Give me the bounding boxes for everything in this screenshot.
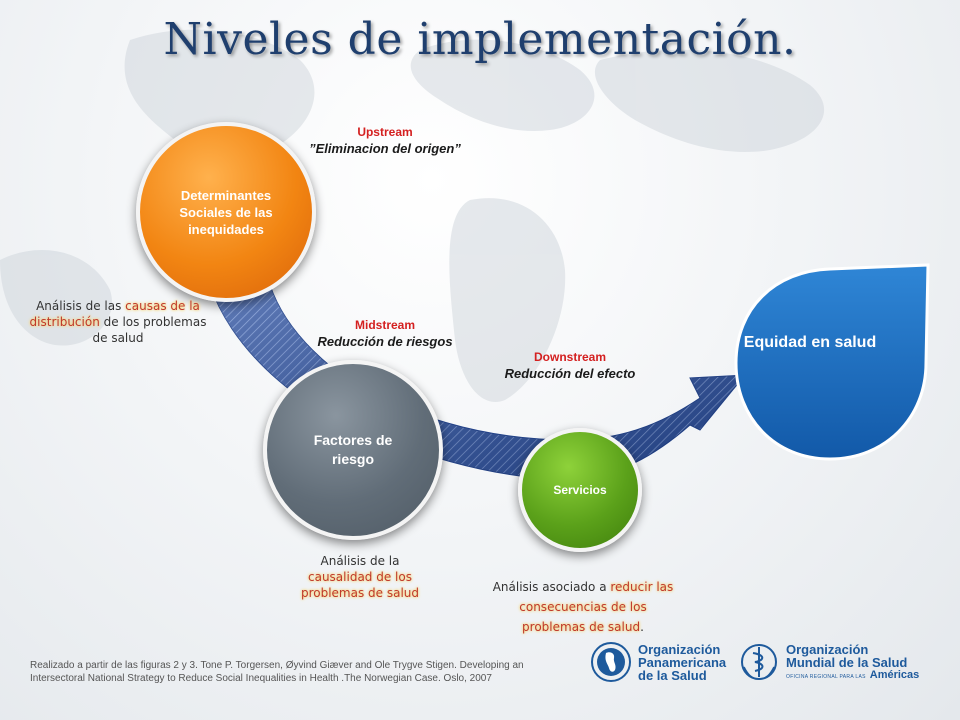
oms-logo-line2: Mundial de la Salud (786, 654, 908, 670)
asociado-note-post: . (640, 620, 644, 634)
factores-riesgo-label: Factores de riesgo (313, 432, 393, 467)
page-title: Niveles de implementación. (163, 14, 797, 65)
determinantes-circle: Determinantes Sociales de las inequidade… (136, 122, 316, 302)
asociado-note: Análisis asociado a reducir las consecue… (488, 577, 678, 637)
equidad-label: Equidad en salud (743, 334, 877, 351)
who-emblem-icon (741, 644, 777, 680)
ops-emblem-icon (591, 642, 631, 682)
causalidad-note-pre: Análisis de la (320, 554, 400, 568)
causas-note-highlight: causas de la distribución (29, 299, 200, 329)
oms-logo: Organización Mundial de la Salud OFICINA… (738, 637, 938, 687)
asociado-note-pre: Análisis asociado a (492, 580, 611, 594)
oms-logo-line1: Organización (786, 641, 869, 657)
causalidad-note: Análisis de la causalidad de los problem… (280, 553, 440, 601)
oms-logo-small: OFICINA REGIONAL PARA LAS (786, 673, 866, 680)
upstream-stage: Upstream ”Eliminacion del origen” (285, 125, 485, 156)
asociado-note-highlight: reducir las consecuencias de los problem… (519, 580, 674, 634)
ops-logo-line2: Panamericana (638, 654, 727, 670)
causalidad-note-highlight: causalidad de los problemas de salud (300, 570, 420, 600)
equidad-target-shape (734, 263, 930, 461)
source-credit: Realizado a partir de las figuras 2 y 3.… (30, 660, 524, 684)
ops-logo-line1: Organización (638, 641, 721, 657)
causas-note-post: de los problemas de salud (92, 315, 207, 345)
ops-logo: Organización Panamericana de la Salud (590, 637, 730, 687)
servicios-circle: Servicios (518, 428, 642, 552)
upstream-sub: ”Eliminacion del origen” (309, 141, 461, 156)
downstream-stage: Downstream Reducción del efecto (480, 350, 660, 381)
ops-logo-line3: de la Salud (638, 667, 707, 683)
downstream-label: Downstream (533, 350, 607, 364)
determinantes-label: Determinantes Sociales de las inequidade… (179, 187, 273, 237)
upstream-label: Upstream (357, 125, 413, 139)
servicios-label: Servicios (553, 483, 607, 497)
causas-note-pre: Análisis de las (36, 299, 126, 313)
causas-note: Análisis de las causas de la distribució… (28, 298, 208, 346)
midstream-stage: Midstream Reducción de riesgos (295, 318, 475, 349)
midstream-label: Midstream (354, 318, 416, 332)
oms-logo-line3: Américas (869, 668, 920, 681)
factores-riesgo-circle: Factores de riesgo (263, 360, 443, 540)
downstream-sub: Reducción del efecto (504, 366, 636, 381)
midstream-sub: Reducción de riesgos (317, 334, 453, 349)
